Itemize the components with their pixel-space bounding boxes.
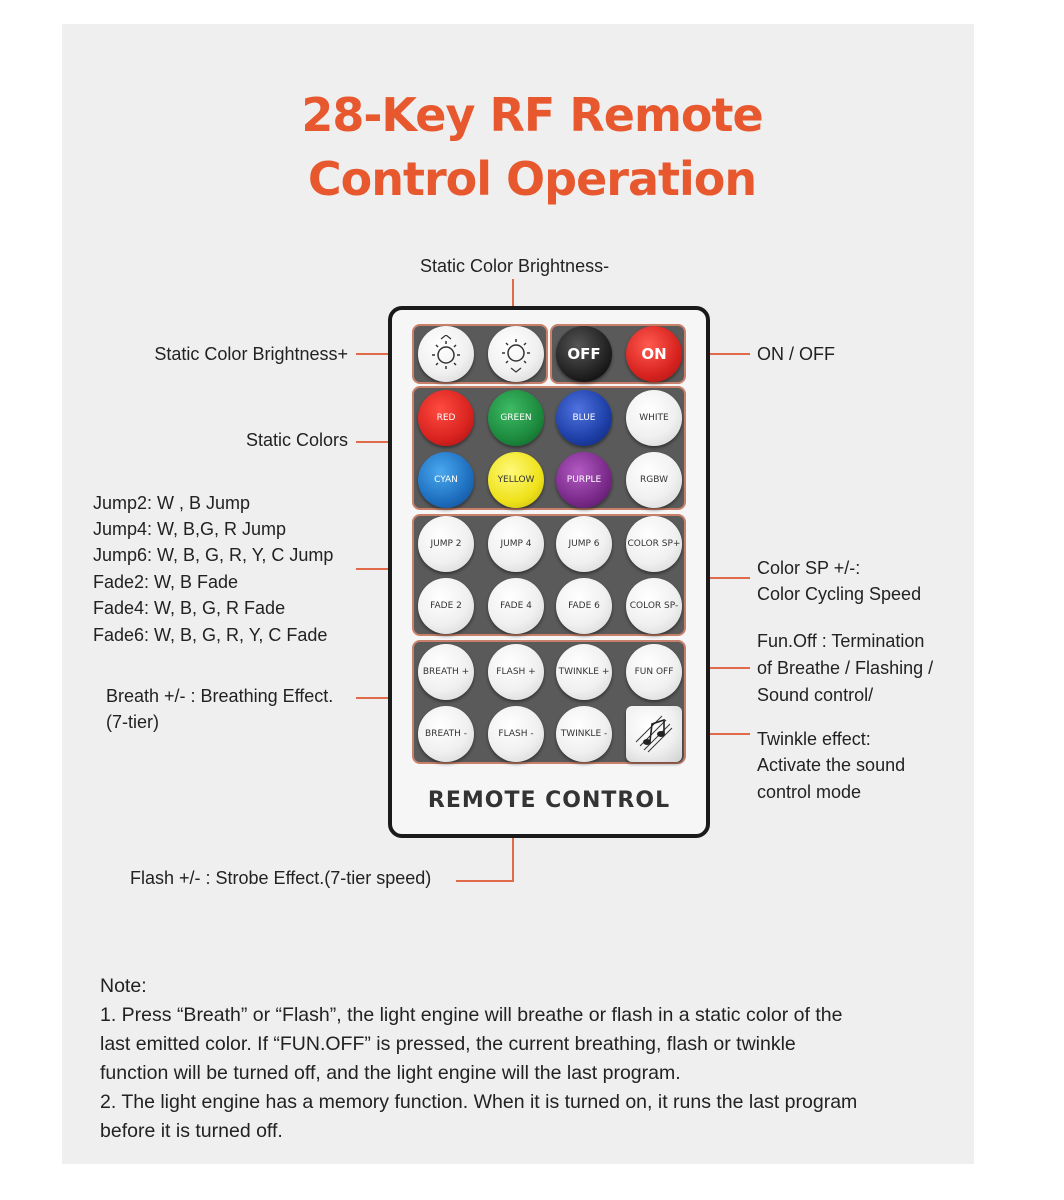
blue-button[interactable]: BLUE (556, 390, 612, 446)
flash-plus-button[interactable]: FLASH + (488, 644, 544, 700)
label-fade4: Fade4: W, B, G, R Fade (93, 598, 286, 618)
breath-minus-button[interactable]: BREATH - (418, 706, 474, 762)
off-button[interactable]: OFF (556, 326, 612, 382)
twinkle-minus-button[interactable]: TWINKLE - (556, 706, 612, 762)
leader-brightness-plus (356, 353, 418, 355)
label-jump2: Jump2: W , B Jump (93, 493, 251, 513)
label-brightness-plus: Static Color Brightness+ (154, 344, 348, 364)
title-line-2: Control Operation (307, 152, 757, 206)
label-breath-2: (7-tier) (106, 712, 159, 732)
flash-minus-button[interactable]: FLASH - (488, 706, 544, 762)
label-twinkle-2: Activate the sound (757, 755, 906, 775)
fade2-button[interactable]: FADE 2 (418, 578, 474, 634)
label-color-sp-desc: Color Cycling Speed (757, 584, 922, 604)
note-line-3: function will be turned off, and the lig… (100, 1062, 681, 1084)
label-twinkle-3: control mode (757, 782, 862, 802)
jump2-button[interactable]: JUMP 2 (418, 516, 474, 572)
note-line-1: 1. Press “Breath” or “Flash”, the light … (100, 1004, 843, 1026)
leader-twinkle (682, 733, 750, 735)
jump4-button[interactable]: JUMP 4 (488, 516, 544, 572)
color-sp-plus-button[interactable]: COLOR SP+ (626, 516, 682, 572)
label-brightness-minus: Static Color Brightness- (420, 256, 610, 276)
white-button[interactable]: WHITE (626, 390, 682, 446)
leader-color-sp (686, 577, 750, 579)
yellow-button[interactable]: YELLOW (488, 452, 544, 508)
note-line-2: last emitted color. If “FUN.OFF” is pres… (100, 1033, 796, 1055)
leader-breath (356, 697, 414, 699)
jump6-button[interactable]: JUMP 6 (556, 516, 612, 572)
leader-jump-fade (356, 568, 414, 570)
label-breath-1: Breath +/- : Breathing Effect. (106, 686, 334, 706)
cyan-button[interactable]: CYAN (418, 452, 474, 508)
label-twinkle-1: Twinkle effect: (757, 729, 871, 749)
on-button[interactable]: ON (626, 326, 682, 382)
label-on-off: ON / OFF (757, 344, 835, 364)
leader-static-colors (356, 441, 412, 443)
note-heading: Note: (100, 975, 147, 997)
label-jump4: Jump4: W, B,G, R Jump (93, 519, 287, 539)
label-fun-off-3: Sound control/ (757, 685, 874, 705)
leader-brightness-minus (512, 279, 514, 323)
remote-brand-label: REMOTE CONTROL (427, 788, 671, 813)
title-line-1: 28-Key RF Remote (301, 88, 763, 142)
brightness-plus-button[interactable] (418, 326, 474, 382)
fade6-button[interactable]: FADE 6 (556, 578, 612, 634)
color-sp-minus-button[interactable]: COLOR SP- (626, 578, 682, 634)
rgbw-button[interactable]: RGBW (626, 452, 682, 508)
note-line-4: 2. The light engine has a memory functio… (100, 1091, 858, 1113)
music-button[interactable] (626, 706, 682, 762)
purple-button[interactable]: PURPLE (556, 452, 612, 508)
label-jump6: Jump6: W, B, G, R, Y, C Jump (93, 545, 334, 565)
label-fade6: Fade6: W, B, G, R, Y, C Fade (93, 625, 328, 645)
red-button[interactable]: RED (418, 390, 474, 446)
sun-bright-icon (432, 335, 460, 369)
twinkle-plus-button[interactable]: TWINKLE + (556, 644, 612, 700)
sun-dim-icon (502, 339, 530, 373)
label-fade2: Fade2: W, B Fade (93, 572, 239, 592)
music-note-icon (635, 715, 673, 753)
note-line-5: before it is turned off. (100, 1120, 283, 1142)
fade4-button[interactable]: FADE 4 (488, 578, 544, 634)
remote-control: OFF ON RED GREEN BLUE WHITE CYAN YELLOW … (388, 306, 710, 838)
leader-flash-horizontal (456, 880, 514, 882)
green-button[interactable]: GREEN (488, 390, 544, 446)
label-static-colors: Static Colors (245, 430, 348, 450)
brightness-minus-button[interactable] (488, 326, 544, 382)
label-fun-off-2: of Breathe / Flashing / (757, 658, 934, 678)
leader-on-off (682, 353, 750, 355)
label-flash: Flash +/- : Strobe Effect.(7-tier speed) (130, 868, 432, 888)
fun-off-button[interactable]: FUN OFF (626, 644, 682, 700)
breath-plus-button[interactable]: BREATH + (418, 644, 474, 700)
label-color-sp-title: Color SP +/-: (757, 558, 861, 578)
leader-fun-off (686, 667, 750, 669)
label-fun-off-1: Fun.Off : Termination (757, 631, 925, 651)
